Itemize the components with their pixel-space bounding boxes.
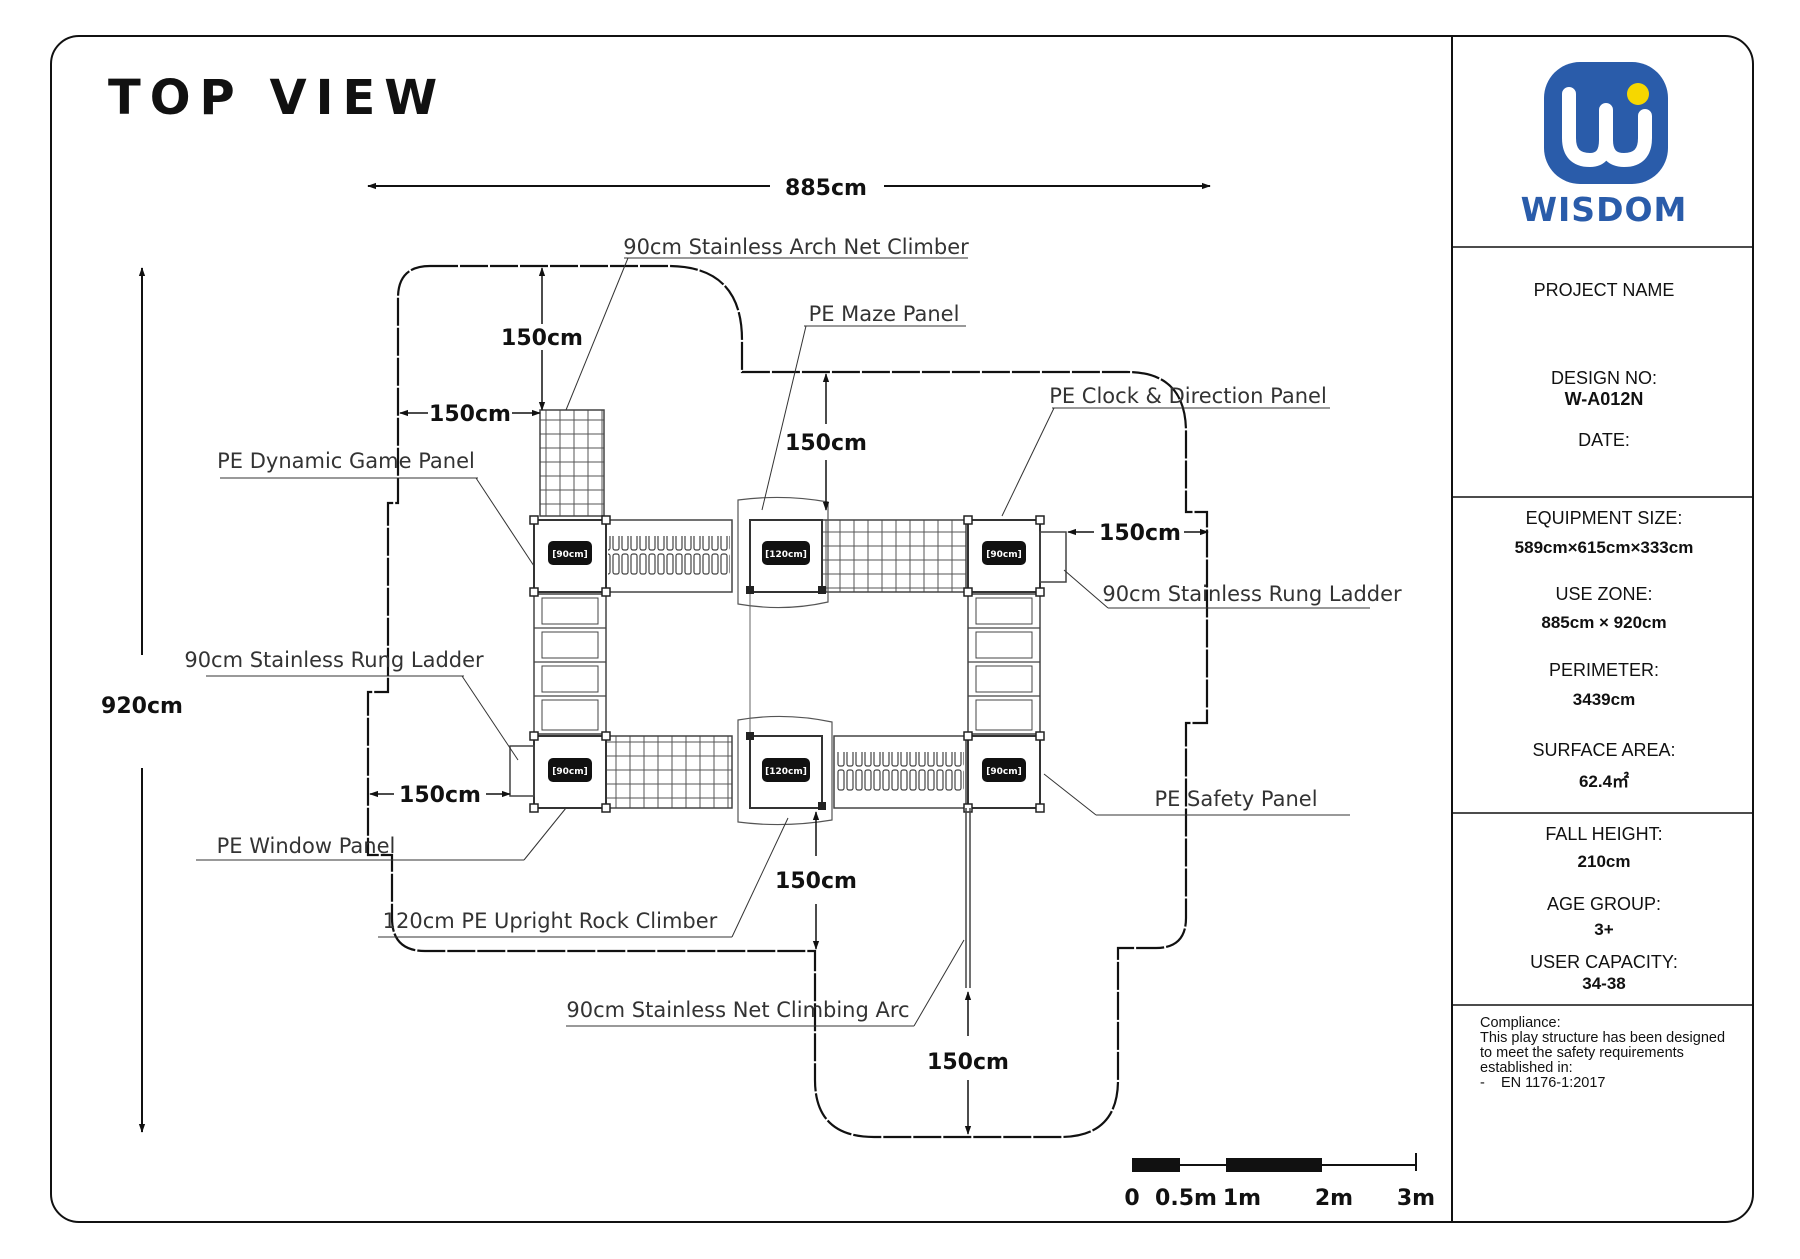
- zone-dimension-7: 150cm: [927, 991, 1009, 1135]
- callout-maze-panel: PE Maze Panel: [761, 302, 966, 511]
- width-dimension: 885cm: [367, 176, 1211, 201]
- svg-text:PE Safety Panel: PE Safety Panel: [1154, 787, 1317, 811]
- fall-height-value: 210cm: [1577, 852, 1631, 871]
- deck-tag-top-right: [90cm]: [986, 550, 1021, 560]
- user-capacity-value: 34-38: [1582, 974, 1626, 993]
- deck-tag-top-middle: [120cm]: [765, 550, 807, 560]
- scale-tick-3: 3m: [1397, 1186, 1435, 1211]
- svg-text:PE Maze Panel: PE Maze Panel: [809, 302, 960, 326]
- callout-window-panel: PE Window Panel: [196, 807, 567, 861]
- compliance-line-4: - EN 1176-1:2017: [1480, 1075, 1606, 1091]
- zone-label-3: 150cm: [785, 431, 867, 456]
- age-group-label: AGE GROUP:: [1546, 894, 1662, 914]
- zone-label-7: 150cm: [927, 1050, 1009, 1075]
- age-group-value: 3+: [1594, 920, 1614, 939]
- fall-height-label: FALL HEIGHT:: [1545, 824, 1663, 844]
- equipment-size-label: EQUIPMENT SIZE:: [1525, 508, 1683, 528]
- sheet-frame: [50, 35, 1754, 1223]
- design-no-label: DESIGN NO:: [1550, 368, 1657, 388]
- svg-text:PE Clock & Direction Panel: PE Clock & Direction Panel: [1049, 384, 1327, 408]
- callout-rock-climber: 120cm PE Upright Rock Climber: [378, 817, 789, 938]
- scale-tick-1: 1m: [1223, 1186, 1261, 1211]
- height-label: 920cm: [101, 694, 183, 719]
- callout-safety-panel: PE Safety Panel: [1043, 773, 1350, 816]
- date-label: DATE:: [1578, 430, 1630, 450]
- user-capacity-label: USER CAPACITY:: [1530, 952, 1678, 972]
- width-label: 885cm: [785, 176, 867, 201]
- zone-label-6: 150cm: [775, 869, 857, 894]
- zone-label-4: 150cm: [1099, 521, 1181, 546]
- compliance-line-1: This play structure has been designed: [1480, 1030, 1726, 1046]
- use-zone-boundary: [366, 264, 1209, 1139]
- perimeter-value: 3439cm: [1572, 690, 1636, 709]
- deck-tag-bottom-middle: [120cm]: [765, 767, 807, 777]
- svg-text:120cm PE Upright Rock Climber: 120cm PE Upright Rock Climber: [383, 909, 718, 933]
- callout-arch-net-climber: 90cm Stainless Arch Net Climber: [565, 235, 969, 411]
- zone-dimension-1: 150cm: [500, 267, 586, 411]
- zone-dimension-6: 150cm: [775, 811, 857, 950]
- zone-dimension-5: 150cm: [369, 783, 511, 808]
- surface-area-label: SURFACE AREA:: [1532, 740, 1676, 760]
- height-dimension: 920cm: [101, 267, 183, 1133]
- play-structure: [90cm] [120cm] [90cm] [90cm] [120cm] [90…: [509, 409, 1067, 988]
- svg-text:90cm Stainless Arch Net Climbe: 90cm Stainless Arch Net Climber: [623, 235, 969, 259]
- svg-text:PE Dynamic Game Panel: PE Dynamic Game Panel: [217, 449, 475, 473]
- svg-text:90cm Stainless Rung Ladder: 90cm Stainless Rung Ladder: [1102, 582, 1402, 606]
- zone-label-1: 150cm: [501, 326, 583, 351]
- use-zone-label: USE ZONE:: [1555, 584, 1653, 604]
- perimeter-label: PERIMETER:: [1548, 660, 1659, 680]
- design-no-value: W-A012N: [1564, 389, 1644, 409]
- callout-net-climbing-arc: 90cm Stainless Net Climbing Arc: [566, 939, 965, 1027]
- svg-text:90cm Stainless Rung Ladder: 90cm Stainless Rung Ladder: [184, 648, 484, 672]
- compliance-line-2: to meet the safety requirements: [1480, 1045, 1684, 1061]
- callout-rung-ladder-right: 90cm Stainless Rung Ladder: [1063, 569, 1402, 609]
- scale-tick-2: 2m: [1315, 1186, 1353, 1211]
- svg-text:PE Window Panel: PE Window Panel: [217, 834, 396, 858]
- equipment-size-value: 589cm×615cm×333cm: [1514, 538, 1694, 557]
- zone-label-2: 150cm: [429, 402, 511, 427]
- zone-dimension-2: 150cm: [399, 402, 541, 427]
- deck-tag-top-left: [90cm]: [552, 550, 587, 560]
- zone-label-5: 150cm: [399, 783, 481, 808]
- use-zone-value: 885cm × 920cm: [1541, 613, 1667, 632]
- compliance-note: Compliance: This play structure has been…: [1480, 1016, 1760, 1091]
- deck-tag-bottom-right: [90cm]: [986, 767, 1021, 777]
- scale-tick-0: 0: [1124, 1186, 1139, 1211]
- deck-tag-bottom-left: [90cm]: [552, 767, 587, 777]
- callout-clock-panel: PE Clock & Direction Panel: [1001, 384, 1330, 517]
- compliance-heading: Compliance:: [1480, 1015, 1561, 1031]
- callout-rung-ladder-left: 90cm Stainless Rung Ladder: [184, 648, 519, 761]
- callout-dynamic-game-panel: PE Dynamic Game Panel: [217, 449, 535, 567]
- scale-bar: 0 0.5m 1m 2m 3m: [1124, 1153, 1435, 1211]
- zone-dimension-4: 150cm: [1067, 521, 1209, 546]
- wisdom-logo-icon: [1544, 62, 1668, 184]
- surface-area-value: 62.4㎡: [1578, 772, 1630, 791]
- page-title: TOP VIEW: [108, 70, 447, 126]
- svg-text:90cm Stainless Net Climbing Ar: 90cm Stainless Net Climbing Arc: [566, 998, 909, 1022]
- zone-dimension-3: 150cm: [785, 373, 867, 511]
- compliance-line-3: established in:: [1480, 1060, 1573, 1076]
- brand-name: WISDOM: [1520, 190, 1688, 229]
- scale-tick-0-5: 0.5m: [1155, 1186, 1217, 1211]
- project-name-label: PROJECT NAME: [1533, 280, 1675, 300]
